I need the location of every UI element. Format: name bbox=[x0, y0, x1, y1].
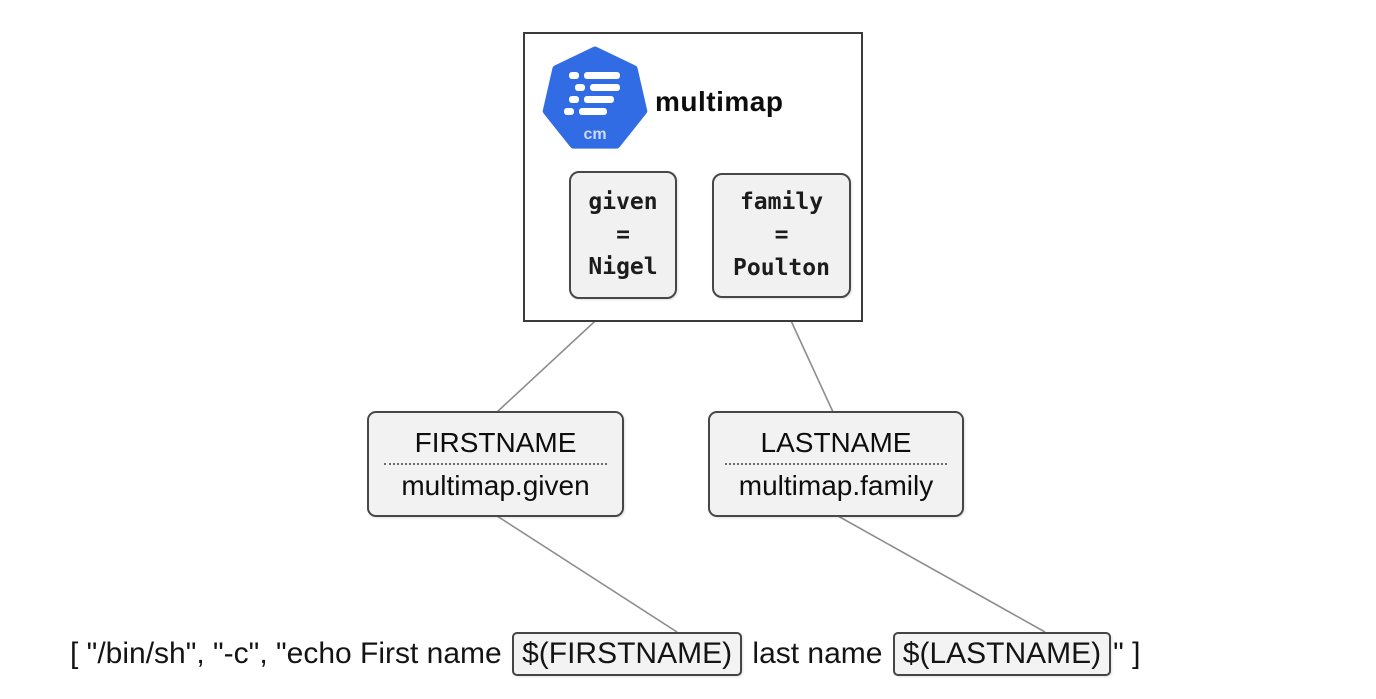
configmap-icon: cm bbox=[542, 46, 648, 149]
envvar-name: LASTNAME bbox=[760, 426, 912, 458]
command-suffix: " ] bbox=[1113, 637, 1141, 670]
connector-firstname-to-command bbox=[496, 515, 678, 633]
configmap-icon-label: cm bbox=[583, 126, 606, 143]
command-prefix: [ "/bin/sh", "-c", "echo First name bbox=[70, 637, 511, 670]
dotted-divider bbox=[725, 462, 947, 465]
command-middle: last name bbox=[744, 637, 891, 670]
envvar-node-lastname: LASTNAME multimap.family bbox=[708, 411, 964, 517]
entry-equals: = bbox=[616, 221, 630, 248]
configmap-entry-given: given = Nigel bbox=[569, 171, 677, 299]
list-glyph bbox=[564, 72, 620, 115]
command-line: [ "/bin/sh", "-c", "echo First name $(FI… bbox=[70, 626, 1141, 682]
entry-value: Nigel bbox=[588, 254, 658, 281]
envvar-name: FIRSTNAME bbox=[414, 426, 577, 458]
entry-key: family bbox=[739, 189, 824, 216]
envvar-source: multimap.family bbox=[738, 469, 934, 501]
configmap-entry-family: family = Poulton bbox=[712, 173, 851, 298]
command-var-firstname: $(FIRSTNAME) bbox=[512, 632, 743, 676]
envvar-node-firstname: FIRSTNAME multimap.given bbox=[367, 411, 624, 517]
envvar-source: multimap.given bbox=[401, 469, 590, 501]
connector-lastname-to-command bbox=[837, 515, 1046, 633]
entry-value: Poulton bbox=[733, 254, 830, 281]
configmap-name: multimap bbox=[655, 86, 784, 117]
entry-key: given bbox=[588, 188, 658, 215]
entry-equals: = bbox=[774, 222, 789, 249]
dotted-divider bbox=[384, 462, 607, 465]
command-var-lastname: $(LASTNAME) bbox=[892, 632, 1112, 676]
configmap-node: cm multimap given = Nigel family = Poult… bbox=[523, 32, 863, 322]
